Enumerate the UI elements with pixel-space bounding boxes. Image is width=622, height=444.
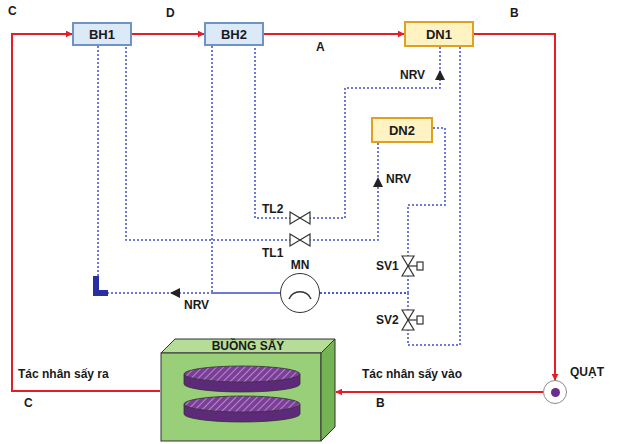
fan: QUẠT [543, 380, 567, 404]
solenoid-valve [402, 256, 423, 276]
node-label: QUẠT [570, 365, 604, 380]
text-label: NRV [184, 298, 209, 312]
text-label: Tác nhân sấy vào [362, 367, 462, 381]
text-label: NRV [386, 172, 411, 186]
air-flow-line [474, 34, 555, 380]
node-label: BH2 [221, 27, 247, 42]
text-label: SV2 [376, 313, 399, 327]
heat-exchanger-box: BH1 [72, 22, 132, 46]
condenser-box: DN2 [371, 117, 433, 143]
text-label: Tác nhân sấy ra [18, 367, 109, 381]
refrigerant-line [320, 128, 445, 293]
refrigerant-line [126, 46, 378, 240]
air-flow-line [12, 34, 160, 391]
refrigerant-line [320, 47, 460, 345]
text-label: NRV [400, 68, 425, 82]
drying-chamber: BUỒNG SẤY [160, 338, 336, 442]
check-valve [373, 177, 383, 187]
chamber-outline [160, 338, 336, 442]
refrigerant-line [255, 46, 440, 218]
compressor-symbol [280, 273, 320, 313]
air-flow-line [264, 33, 404, 35]
node-label: BUỒNG SẤY [160, 339, 336, 353]
text-label: A [316, 40, 325, 54]
text-label: SV1 [376, 259, 399, 273]
check-valve [435, 70, 445, 80]
text-label: B [376, 396, 385, 410]
refrigerant-line [98, 46, 280, 293]
fan-hub [551, 388, 560, 397]
compressor: MN [280, 273, 320, 313]
tray-top [184, 366, 300, 382]
node-label: BH1 [89, 27, 115, 42]
air-flow-line [132, 33, 204, 35]
text-label: TL1 [262, 246, 283, 260]
text-label: D [166, 6, 175, 20]
text-label: B [510, 6, 519, 20]
air-flow-line [336, 391, 543, 393]
text-label: C [24, 396, 33, 410]
heat-exchanger-box: BH2 [204, 22, 264, 46]
chamber-side [321, 339, 335, 441]
check-valve [170, 288, 180, 298]
chamber-front [161, 353, 321, 441]
compressor-arc [289, 291, 311, 298]
text-label: TL2 [262, 202, 283, 216]
chamber-top [161, 339, 335, 353]
expansion-valve [290, 212, 310, 224]
node-label: DN2 [389, 123, 415, 138]
condenser-box: DN1 [404, 21, 474, 47]
tray-top [184, 396, 300, 412]
expansion-valve [290, 234, 310, 246]
node-label: MN [291, 258, 310, 273]
accumulator-symbol [93, 276, 108, 296]
node-label: DN1 [426, 27, 452, 42]
solenoid-valve [402, 310, 423, 330]
text-label: C [8, 4, 17, 18]
